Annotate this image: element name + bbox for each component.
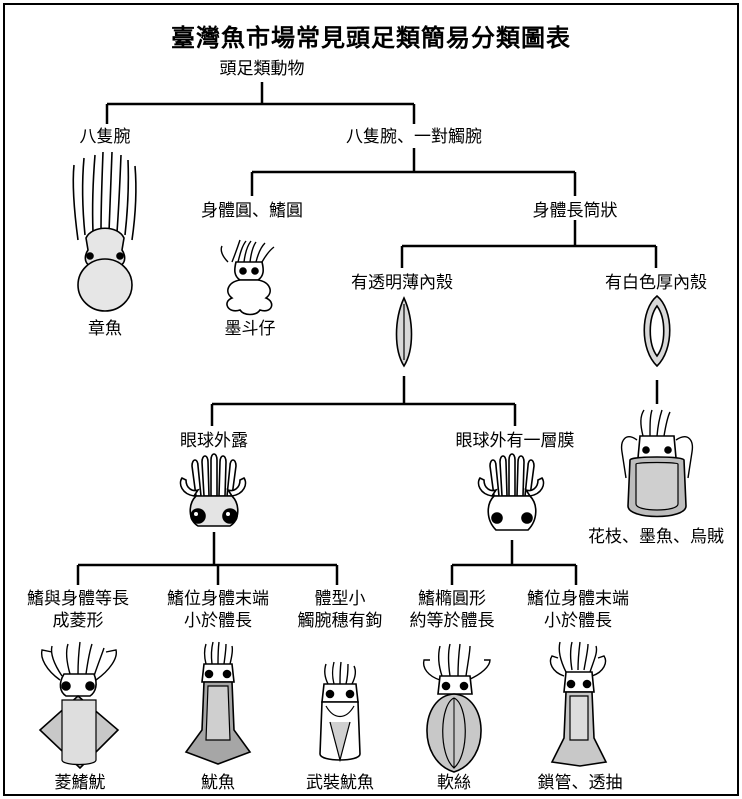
chart-title: 臺灣魚市場常見頭足類簡易分類圖表 <box>171 24 571 52</box>
trait-line: 小於體長 <box>544 611 612 631</box>
trait-small-body: 體型小 觸腕穗有鉤 <box>298 588 383 632</box>
trait-line: 體型小 <box>314 589 366 609</box>
species-bobtail: 墨斗仔 <box>224 319 276 339</box>
node-transparent-shell: 有透明薄內殼 <box>351 273 453 293</box>
trait-line: 約等於體長 <box>409 611 495 631</box>
species-loligo: 鎖管、透抽 <box>537 773 623 793</box>
trait-fin-end-small-2: 鰭位身體末端 小於體長 <box>527 588 629 632</box>
bigfin-squid-drawing <box>422 643 491 773</box>
trait-line: 觸腕穗有鉤 <box>297 611 383 631</box>
chart-frame <box>3 3 739 796</box>
node-cephalopods: 頭足類動物 <box>219 59 305 79</box>
node-eight-arms-two-tentacles: 八隻腕、一對觸腕 <box>346 127 482 147</box>
cuttlefish-drawing <box>620 409 694 518</box>
tree-lines <box>76 82 659 585</box>
transparent-shell-drawing <box>395 296 413 368</box>
trait-line: 鰭橢圓形 <box>418 589 486 609</box>
squid-drawing <box>184 641 252 765</box>
species-squid: 魷魚 <box>201 773 235 793</box>
trait-fin-end-small-1: 鰭位身體末端 小於體長 <box>167 588 269 632</box>
species-cuttlefish: 花枝、墨魚、烏賊 <box>588 527 724 547</box>
node-long-body: 身體長筒狀 <box>532 201 618 221</box>
bobtail-drawing <box>220 239 275 316</box>
node-eye-exposed: 眼球外露 <box>180 431 248 451</box>
node-white-shell: 有白色厚內殼 <box>605 273 707 293</box>
eye-membrane-drawing <box>477 453 545 531</box>
trait-line: 成菱形 <box>52 611 104 631</box>
node-round-body: 身體圓、鰭圓 <box>201 201 303 221</box>
trait-line: 鰭位身體末端 <box>527 589 629 609</box>
species-octopus: 章魚 <box>88 319 122 339</box>
trait-line: 鰭位身體末端 <box>167 589 269 609</box>
node-eight-arms: 八隻腕 <box>79 127 131 147</box>
species-armed-squid: 武裝魷魚 <box>306 773 374 793</box>
node-eye-membrane: 眼球外有一層膜 <box>455 431 575 451</box>
white-shell-drawing <box>643 294 671 368</box>
trait-fin-oval: 鰭橢圓形 約等於體長 <box>410 588 495 632</box>
trait-line: 鰭與身體等長 <box>27 589 129 609</box>
loligo-drawing <box>549 641 608 767</box>
eye-exposed-drawing <box>179 453 247 527</box>
species-diamond-squid: 菱鰭魷 <box>54 773 106 793</box>
trait-fin-diamond: 鰭與身體等長 成菱形 <box>27 588 129 632</box>
trait-line: 小於體長 <box>184 611 252 631</box>
species-bigfin-squid: 軟絲 <box>437 773 471 793</box>
octopus-drawing <box>72 151 137 312</box>
diamond-fin-squid-drawing <box>38 641 120 770</box>
armed-squid-drawing <box>319 661 361 763</box>
